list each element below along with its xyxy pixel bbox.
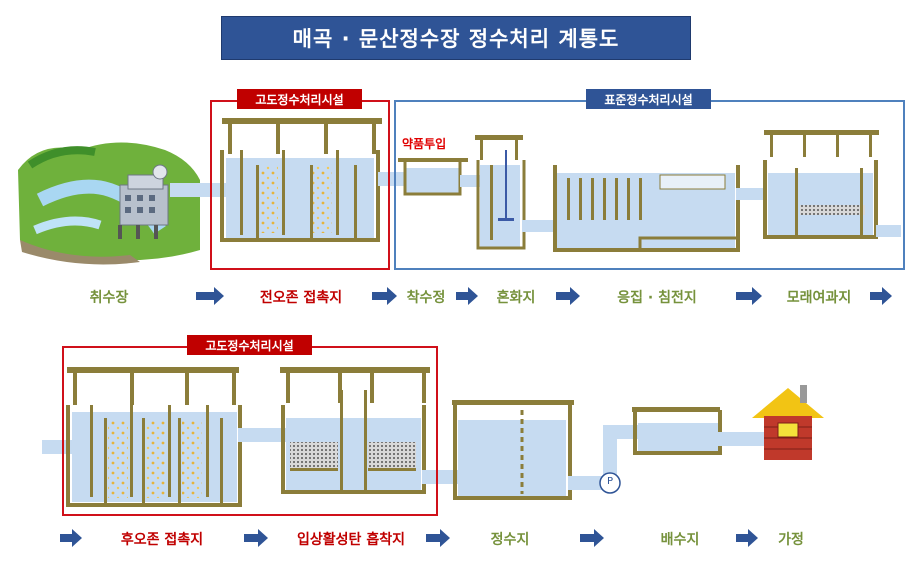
row2-arrows [60,529,758,547]
gac-adsorption-basin [280,367,430,494]
post-ozone-basin [66,367,242,507]
label-coagulation: 응집 · 침전지 [617,290,697,306]
advanced-treatment-frame-bottom [62,346,438,516]
pipe-to-clearwell [422,470,458,484]
diagram-title: 매곡 · 문산정수장 정수처리 계통도 [221,16,691,60]
advanced-treatment-tag-top: 고도정수처리시설 [237,89,362,109]
standard-treatment-frame [394,100,905,270]
arrow-3 [456,287,478,305]
pre-ozone-basin [220,118,382,242]
label-clear-well: 정수지 [490,532,530,548]
arrow-5 [736,287,762,305]
arrow-7 [60,529,82,547]
pipe-to-coagulation [522,220,562,232]
house-icon [752,385,824,460]
standard-treatment-tag: 표준정수처리시설 [586,89,711,109]
label-household: 가정 [778,532,804,548]
pipe-to-mixing [460,175,480,187]
pipe-out-filter [876,225,901,237]
clear-well [452,400,574,500]
advanced-treatment-frame-top [210,100,390,270]
label-sand-filter: 모래여과지 [786,290,852,306]
label-post-ozone: 후오존 접촉지 [120,532,204,548]
sand-filter [763,130,879,239]
label-gac: 입상활성탄 흡착지 [297,532,405,548]
arrow-4 [556,287,580,305]
label-pre-ozone: 전오존 접촉지 [259,290,343,306]
coagulation-sedimentation-basin [553,165,740,252]
label-mixing: 혼화지 [496,290,536,306]
arrow-6 [870,287,892,305]
pipe-to-filter [736,188,766,200]
arrow-10 [580,529,604,547]
label-receiving-well: 착수정 [406,290,446,306]
label-intake: 취수장 [89,290,129,306]
chemical-dosing-label: 약품투입 [402,137,447,151]
arrow-11 [736,529,758,547]
arrow-2 [372,287,397,305]
arrow-8 [244,529,268,547]
distribution-reservoir [632,407,722,455]
label-reservoir: 배수지 [660,532,700,548]
pipe-to-receiving-well [378,172,408,186]
rapid-mixing-basin [475,135,526,250]
arrow-1 [196,287,224,305]
pump-label: P [606,476,614,487]
intake-station-illustration [18,142,200,265]
arrow-9 [426,529,450,547]
row1-arrows [196,287,892,305]
pump-icon [599,472,621,494]
pipe-intake [170,183,226,197]
advanced-treatment-tag-bottom: 고도정수처리시설 [187,335,312,355]
pipe-to-gac [238,428,288,442]
pipe-to-house [718,432,770,446]
